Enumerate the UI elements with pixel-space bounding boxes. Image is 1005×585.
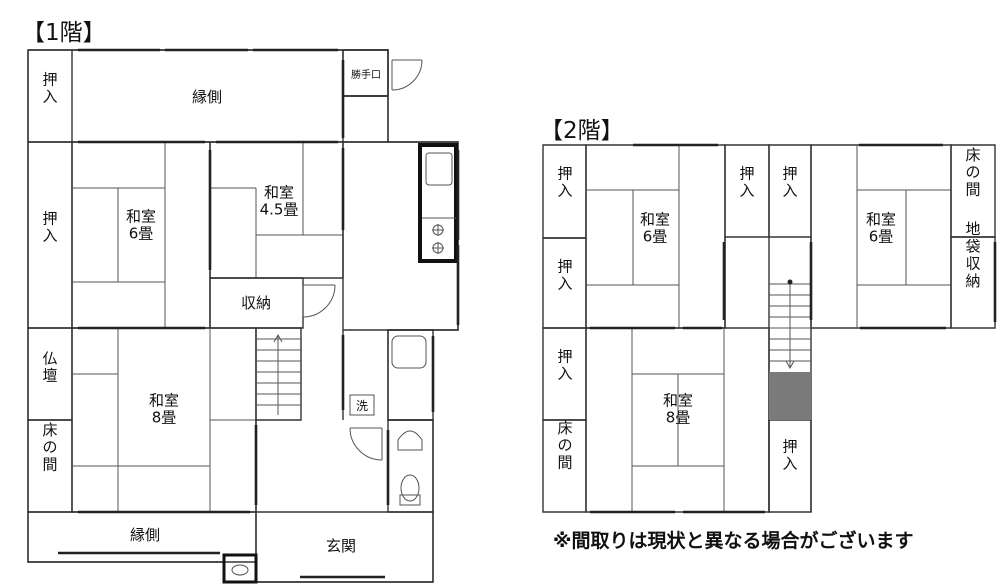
disclaimer-note: ※間取りは現状と異なる場合がございます [553, 529, 913, 552]
floor1-stairs [256, 335, 301, 415]
f2-oshiire-c2: 押入 [782, 164, 797, 199]
sink-icon [224, 555, 256, 582]
f2-oshiire-l3: 押入 [557, 347, 572, 382]
f2-oshiire-c1: 押入 [739, 164, 754, 199]
f1-katteguchi: 勝手口 [351, 68, 381, 81]
bathtub-icon [392, 336, 426, 368]
f2-toko-right: 床の間 [965, 146, 980, 199]
floor2-walls [543, 145, 995, 512]
f2-toko-left: 床の間 [557, 419, 572, 472]
f1-sentaku: 洗 [356, 399, 368, 413]
f1-shuno: 収納 [241, 294, 271, 312]
toilet-icon [398, 431, 422, 505]
f1-engawa-top: 縁側 [192, 88, 222, 106]
f1-toko: 床の間 [42, 421, 57, 474]
f1-butsudan: 仏壇 [42, 349, 57, 384]
f1-oshiire-mid: 押入 [42, 209, 57, 244]
f2-jibukuro: 地袋収納 [965, 220, 980, 290]
washer-box [350, 395, 374, 415]
f2-oshiire-stair: 押入 [782, 437, 797, 472]
f1-oshiire-top: 押入 [42, 70, 57, 105]
floor1-walls [28, 50, 458, 582]
f1-engawa-bottom: 縁側 [130, 526, 160, 544]
f2-oshiire-l2: 押入 [557, 257, 572, 292]
kitchen-counter [420, 145, 456, 261]
f1-genkan: 玄関 [326, 537, 356, 555]
floor2-windows [590, 145, 995, 512]
floor2-stairs [769, 279, 811, 420]
floor1-title: 【1階】 [22, 20, 106, 46]
f2-oshiire-l1: 押入 [557, 164, 572, 199]
floor2-title: 【2階】 [540, 118, 624, 144]
floor1-doors [303, 60, 422, 460]
floor1-windows [58, 50, 458, 577]
